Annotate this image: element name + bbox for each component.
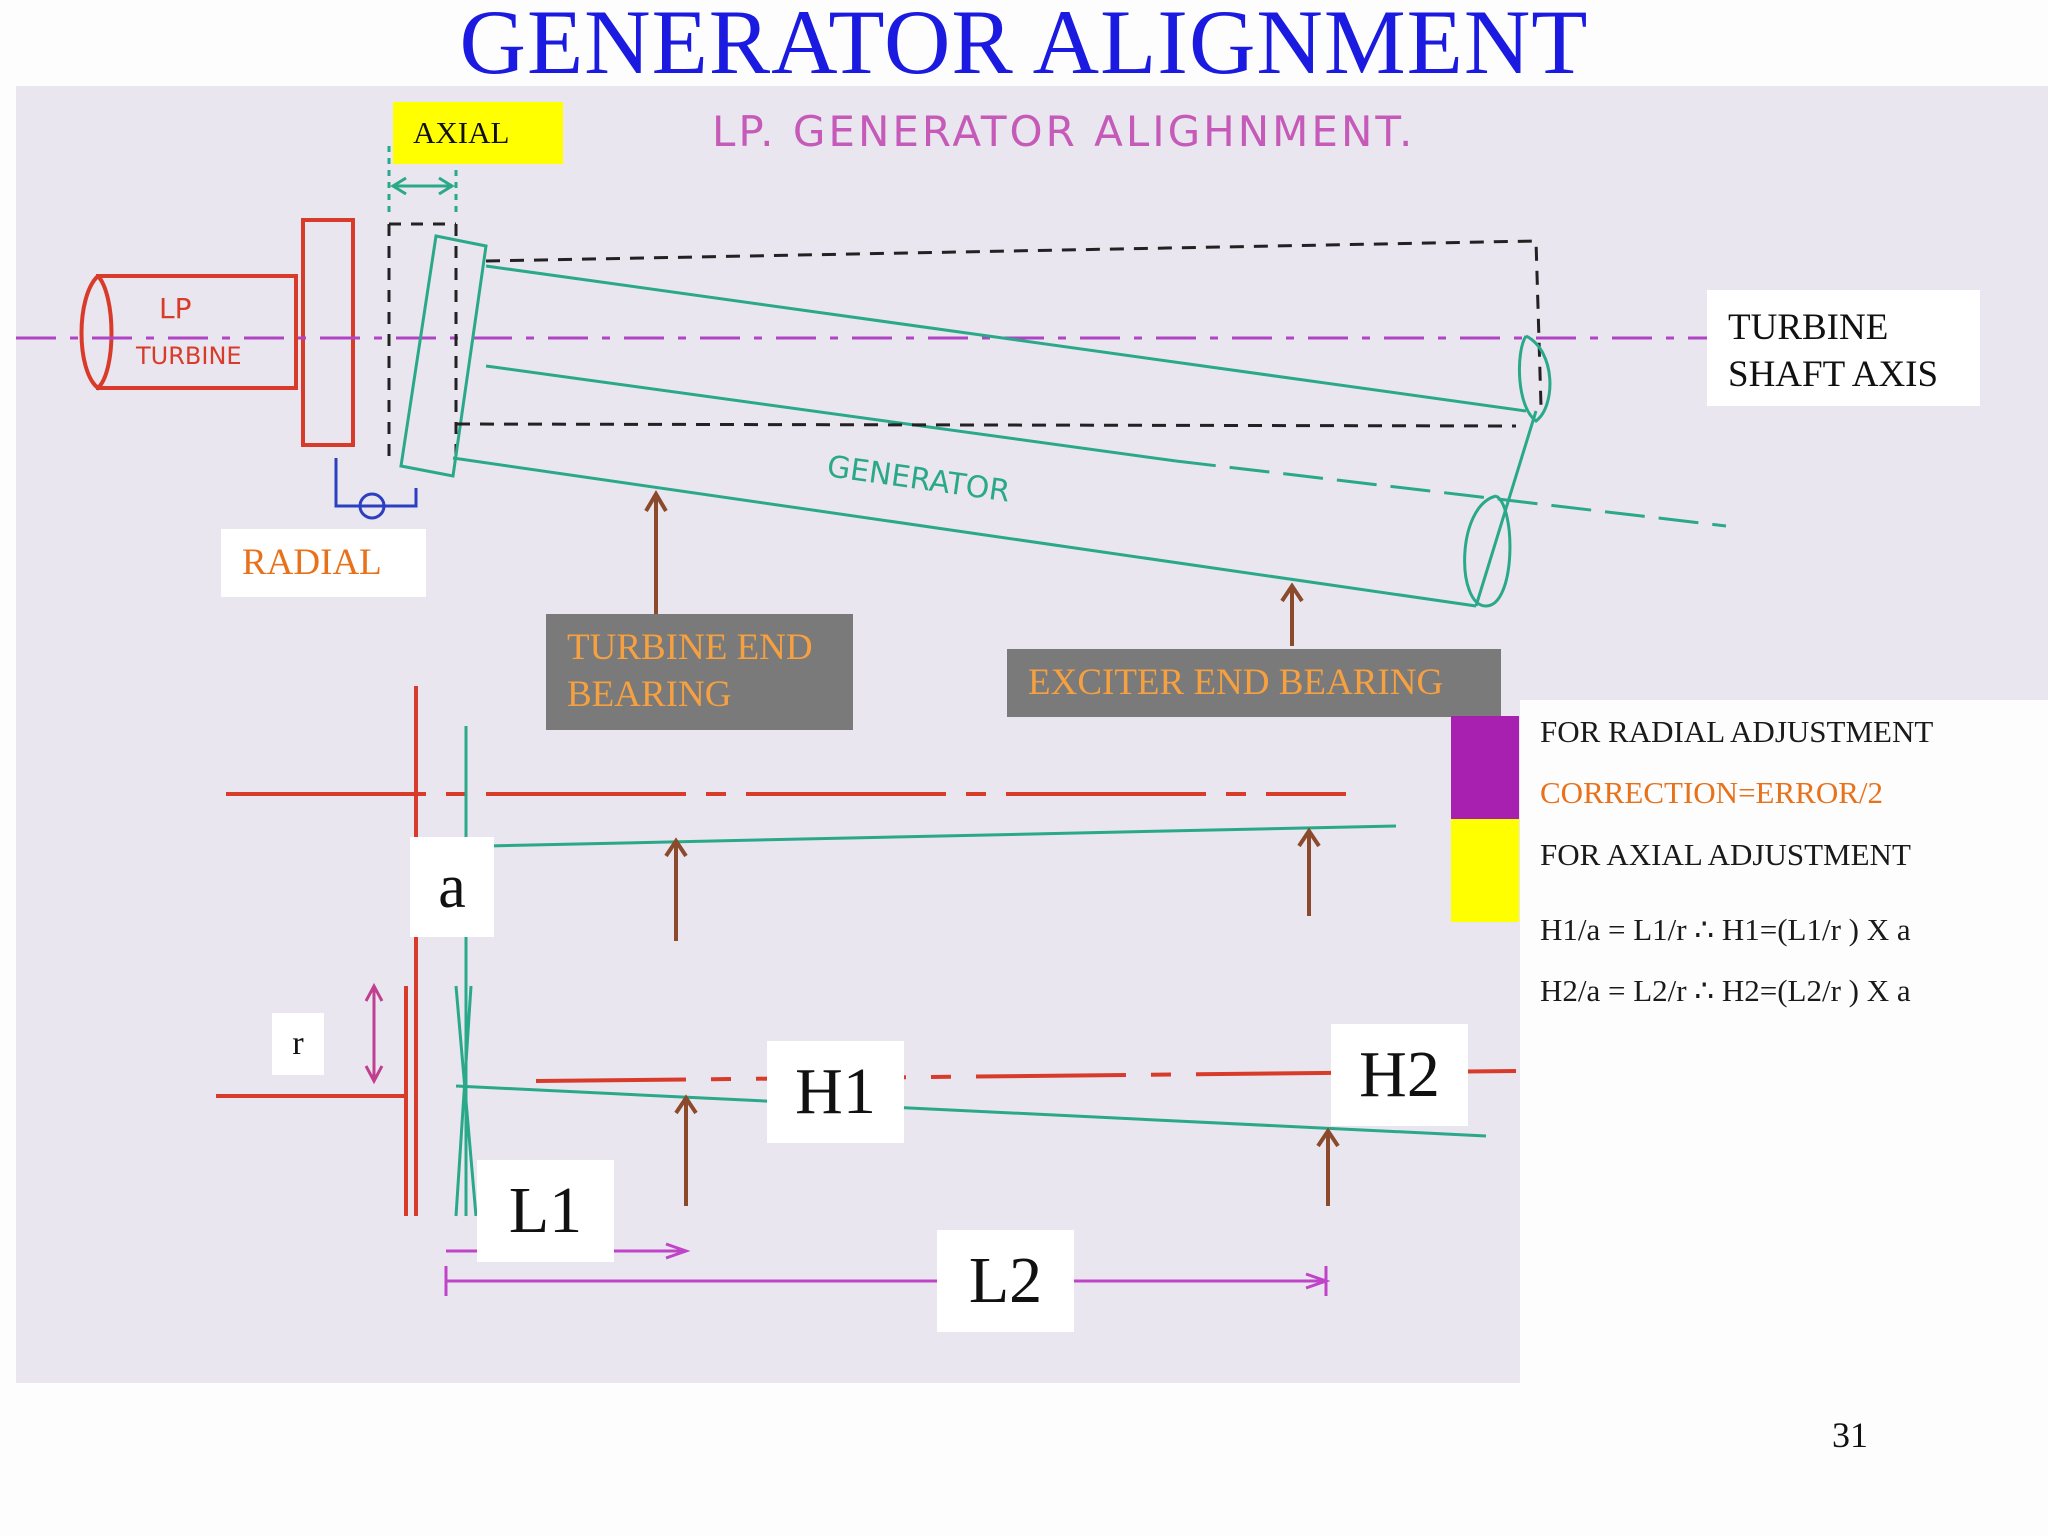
label-h1: H1 [767, 1041, 904, 1143]
lower-generator-lines [454, 726, 1487, 1217]
axial-label: AXIAL [393, 102, 563, 164]
turbine-end-bearing-line1: TURBINE END [567, 627, 813, 668]
radial-dial-indicator [334, 458, 418, 520]
turbine-shaft-axis-line2: SHAFT AXIS [1728, 354, 1939, 395]
label-l1: L1 [477, 1160, 614, 1262]
sketch-heading: LP. GENERATOR ALIGHNMENT. [712, 107, 1415, 156]
label-h2: H2 [1331, 1024, 1468, 1126]
legend-correction: CORRECTION=ERROR/2 [1540, 775, 1884, 810]
lp-turbine-label-2: TURBINE [135, 342, 242, 370]
turbine-shaft-axis-label: TURBINE SHAFT AXIS [1707, 290, 1980, 406]
legend-radial-adjustment: FOR RADIAL ADJUSTMENT [1540, 714, 1934, 749]
axial-dimension [387, 146, 458, 216]
lower-bearing-arrows [664, 827, 1340, 1206]
lp-turbine-shaft [79, 218, 355, 447]
radial-label: RADIAL [221, 529, 426, 597]
generator-body [387, 222, 1727, 608]
page-number: 31 [1832, 1415, 1868, 1455]
r-dimension [364, 982, 384, 1085]
label-r: r [272, 1013, 324, 1075]
axial-adjustment-swatch [1451, 819, 1519, 922]
bearing-arrows [644, 490, 1304, 646]
formula-h1: H1/a = L1/r ∴ H1=(L1/r ) X a [1540, 912, 1911, 947]
formula-h2: H2/a = L2/r ∴ H2=(L2/r ) X a [1540, 973, 1911, 1008]
turbine-end-bearing-line2: BEARING [567, 674, 732, 715]
label-a: a [410, 837, 494, 937]
turbine-shaft-axis-line1: TURBINE [1728, 307, 1889, 348]
slide-title: GENERATOR ALIGNMENT [459, 0, 1589, 93]
lp-turbine-label-1: LP [159, 292, 191, 325]
exciter-end-bearing-label: EXCITER END BEARING [1007, 649, 1501, 717]
turbine-end-bearing-label: TURBINE END BEARING [546, 614, 853, 730]
lower-reference-lines [216, 686, 1517, 1216]
label-l2: L2 [937, 1230, 1074, 1332]
legend-axial-adjustment: FOR AXIAL ADJUSTMENT [1540, 837, 1911, 872]
radial-adjustment-swatch [1451, 716, 1519, 819]
legend-background [1520, 700, 2048, 1383]
